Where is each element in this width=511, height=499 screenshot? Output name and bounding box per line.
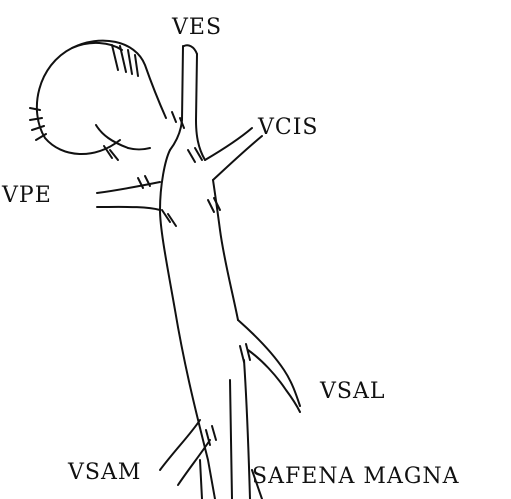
vcis-vessel bbox=[188, 128, 262, 180]
vpe-vessel bbox=[97, 176, 160, 210]
label-ves: VES bbox=[172, 17, 222, 39]
venous-sac bbox=[30, 41, 166, 160]
label-vcis: VCIS bbox=[258, 117, 318, 139]
safena-magna-vessel bbox=[230, 360, 250, 499]
ves-vessel bbox=[170, 45, 205, 160]
main-trunk bbox=[160, 150, 238, 499]
label-vpe: VPE bbox=[2, 185, 52, 207]
label-vsam: VSAM bbox=[68, 462, 141, 484]
label-vsal: VSAL bbox=[320, 381, 385, 403]
vsal-vessel bbox=[238, 320, 300, 412]
label-safena-magna: SAFENA MAGNA bbox=[252, 466, 460, 488]
vsam-vessel bbox=[160, 420, 216, 485]
